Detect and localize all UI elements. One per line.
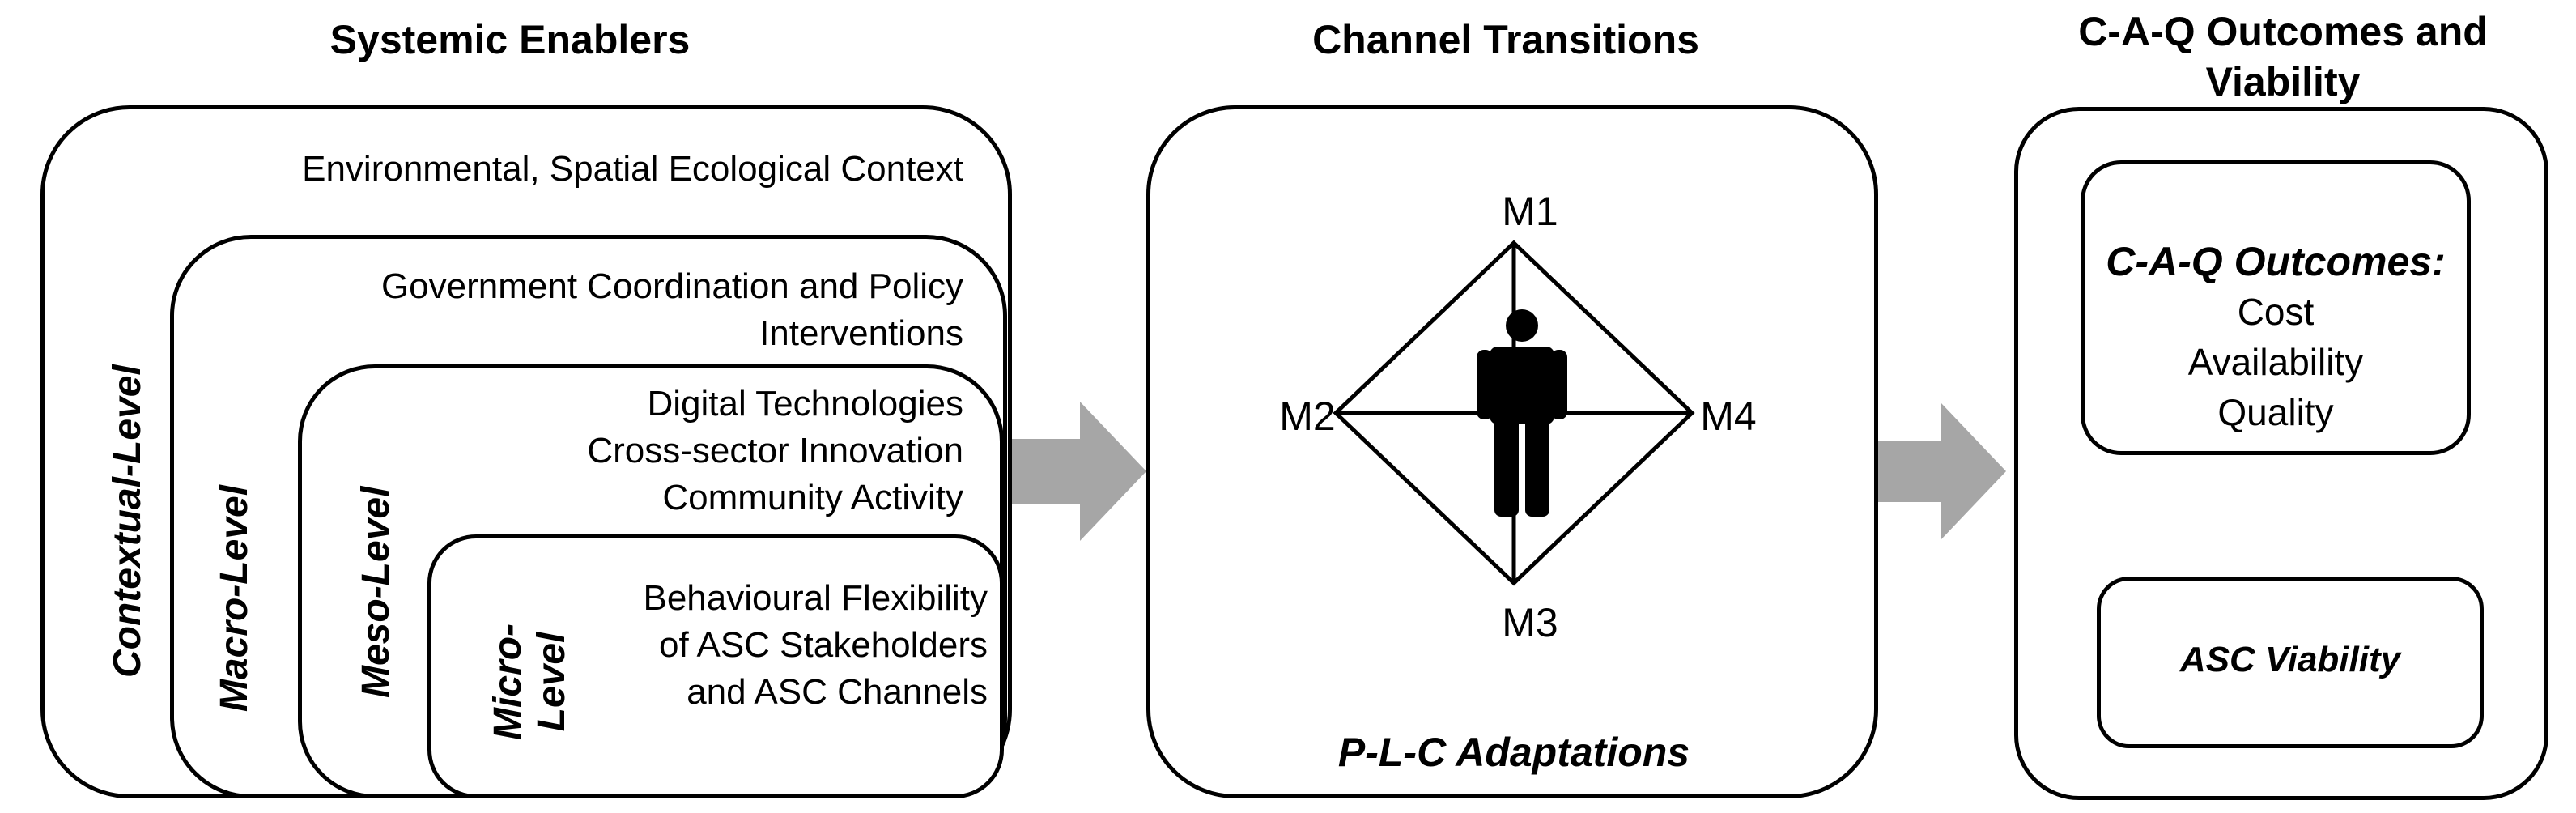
meso-level-text: Digital Technologies Cross-sector Innova… xyxy=(437,381,963,521)
caq-outcomes-box xyxy=(2081,160,2471,455)
node-m4: M4 xyxy=(1700,394,1757,439)
heading-outcomes-line2: Viability xyxy=(2205,59,2361,104)
asc-viability-label: ASC Viability xyxy=(2179,640,2401,679)
caq-outcomes-title: C-A-Q Outcomes: xyxy=(2106,239,2446,284)
micro-level-text: Behavioural Flexibility of ASC Stakehold… xyxy=(567,575,988,716)
meso-text-line: Cross-sector Innovation xyxy=(587,431,963,470)
macro-text-line: Government Coordination and Policy xyxy=(380,266,963,306)
outcome-item: Cost xyxy=(2237,291,2315,333)
node-m3: M3 xyxy=(1502,600,1558,645)
plc-adaptations-label: P-L-C Adaptations xyxy=(1337,730,1690,775)
heading-systemic-enablers: Systemic Enablers xyxy=(329,17,691,62)
macro-level-label: Macro-Level xyxy=(213,484,256,713)
heading-outcomes-line1: C-A-Q Outcomes and xyxy=(2078,9,2488,54)
macro-text-line: Interventions xyxy=(759,313,963,353)
micro-level-box xyxy=(427,534,1004,798)
meso-text-line: Digital Technologies xyxy=(647,384,963,424)
outcome-item: Availability xyxy=(2187,341,2364,383)
micro-text-line: and ASC Channels xyxy=(687,672,988,712)
meso-level-label: Meso-Level xyxy=(355,486,397,698)
micro-label-line: Level xyxy=(530,632,573,732)
asc-viability-box xyxy=(2097,577,2484,748)
micro-label-line: Micro- xyxy=(487,624,529,740)
person-icon xyxy=(1477,309,1567,517)
micro-level-label: Micro- Level xyxy=(487,593,574,771)
heading-channel-transitions: Channel Transitions xyxy=(1312,17,1699,62)
micro-text-line: of ASC Stakeholders xyxy=(658,625,988,665)
macro-level-text: Government Coordination and Policy Inter… xyxy=(291,263,963,357)
meso-text-line: Community Activity xyxy=(662,478,963,517)
outcome-item: Quality xyxy=(2217,391,2334,433)
arrow-right-icon xyxy=(1877,403,2006,539)
contextual-level-text: Environmental, Spatial Ecological Contex… xyxy=(162,146,963,193)
contextual-level-label: Contextual-Level xyxy=(106,364,149,678)
node-m1: M1 xyxy=(1502,189,1558,234)
node-m2: M2 xyxy=(1279,394,1336,439)
caq-outcomes-content: C-A-Q Outcomes: Cost Availability Qualit… xyxy=(2085,236,2467,437)
micro-text-line: Behavioural Flexibility xyxy=(643,578,988,618)
arrow-right-icon xyxy=(1012,402,1146,541)
contextual-text-line: Environmental, Spatial Ecological Contex… xyxy=(302,149,963,189)
